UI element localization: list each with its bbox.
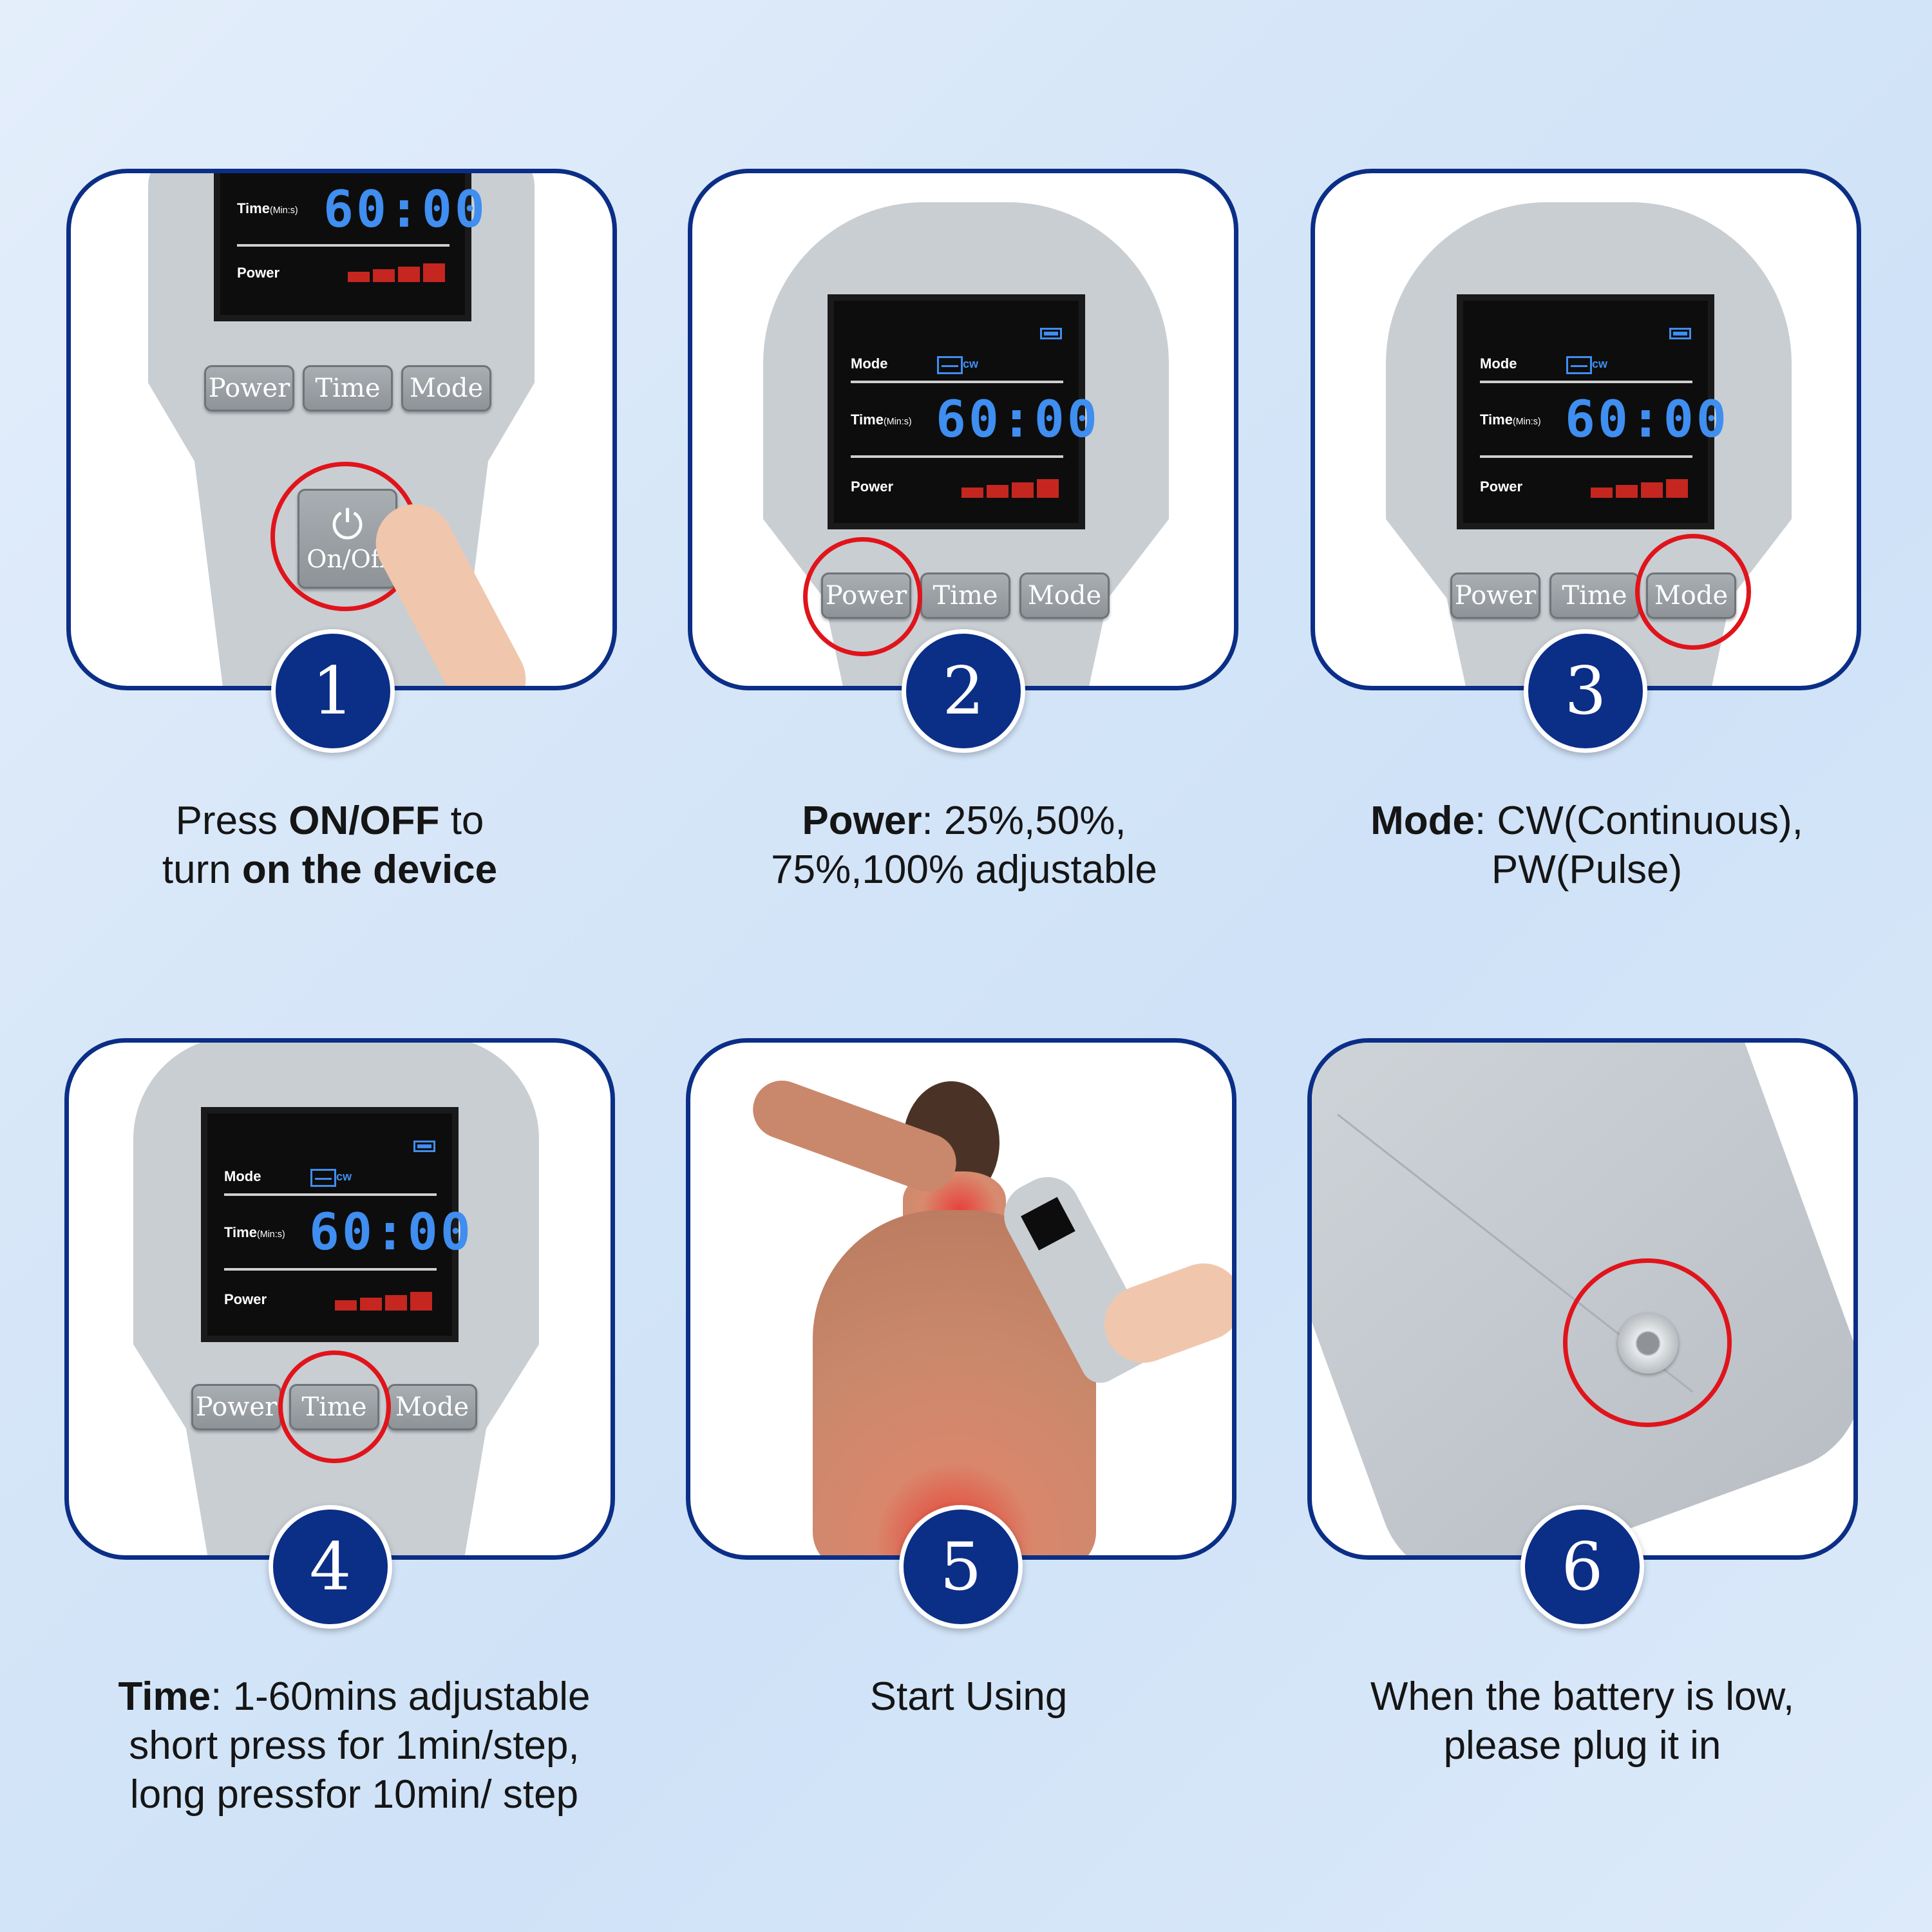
step-4-caption: Time: 1-60mins adjustable short press fo…	[118, 1674, 591, 1817]
power-level-bar	[1591, 488, 1613, 498]
power-level-bar	[961, 488, 983, 498]
mode-label: Mode	[1480, 355, 1517, 372]
power-level-bar	[373, 269, 395, 282]
step-6-panel	[1307, 1038, 1858, 1560]
time-label: Time(Min:s)	[851, 412, 912, 428]
step-6-caption: When the battery is low, please plug it …	[1370, 1674, 1795, 1768]
step-number-badge: 3	[1524, 629, 1647, 753]
time-label: Time(Min:s)	[1480, 412, 1541, 428]
power-button[interactable]: Power	[204, 365, 294, 412]
power-label: Power	[1480, 478, 1523, 495]
mode-button[interactable]: Mode	[1019, 573, 1110, 619]
step-number-badge: 4	[269, 1505, 392, 1629]
laser-device-screen	[1021, 1197, 1075, 1251]
mode-value: cw	[1592, 357, 1608, 370]
power-level-bar	[348, 272, 370, 282]
power-level-bar	[360, 1298, 382, 1311]
power-level-bar	[987, 485, 1009, 498]
step-1-caption: Press ON/OFF to turn on the device	[162, 799, 498, 892]
power-level-bar	[385, 1295, 407, 1311]
step-4-panel: Mode cw Time(Min:s) 60:00 Power Power Ti…	[64, 1038, 615, 1560]
mode-button[interactable]: Mode	[401, 365, 491, 412]
step-5-caption: Start Using	[869, 1674, 1068, 1719]
mode-icon	[937, 356, 963, 374]
highlight-ring	[1635, 534, 1751, 650]
step-number-badge: 2	[902, 629, 1025, 753]
highlight-ring	[1563, 1258, 1732, 1427]
mode-value: cw	[336, 1170, 352, 1183]
device-screen: Time(Min:s) 60:00 Power	[214, 173, 485, 321]
power-level-bar	[1037, 479, 1059, 498]
power-button[interactable]: Power	[191, 1384, 281, 1430]
power-level-bar	[1012, 482, 1034, 498]
screen-divider	[224, 1193, 437, 1196]
screen-divider	[237, 244, 450, 247]
mode-value: cw	[963, 357, 979, 370]
screen-divider	[1480, 455, 1692, 458]
time-button[interactable]: Time	[920, 573, 1010, 619]
battery-icon	[413, 1141, 435, 1152]
step-number-badge: 6	[1520, 1505, 1644, 1629]
time-label: Time(Min:s)	[224, 1224, 285, 1240]
screen-divider	[1480, 381, 1692, 383]
power-label: Power	[224, 1291, 267, 1307]
mode-label: Mode	[224, 1168, 261, 1184]
time-display: 60:00	[309, 1204, 473, 1262]
step-3-panel: Mode cw Time(Min:s) 60:00 Power Power Ti…	[1311, 169, 1861, 690]
step-5-panel	[686, 1038, 1236, 1560]
time-display: 60:00	[323, 181, 488, 239]
step-1-panel: Time(Min:s) 60:00 Power Power Time Mode …	[66, 169, 617, 690]
mode-icon	[1566, 356, 1592, 374]
power-level-bar	[410, 1292, 432, 1311]
step-2-panel: Mode cw Time(Min:s) 60:00 Power Power Ti…	[688, 169, 1238, 690]
mode-button[interactable]: Mode	[387, 1384, 477, 1430]
screen-divider	[851, 381, 1063, 383]
device-screen: Mode cw Time(Min:s) 60:00 Power	[828, 294, 1097, 529]
step-number-badge: 5	[899, 1505, 1023, 1629]
power-level-bar	[1641, 482, 1663, 498]
time-label: Time(Min:s)	[237, 200, 298, 216]
step-number-badge: 1	[271, 629, 395, 753]
time-display: 60:00	[936, 391, 1100, 449]
time-button[interactable]: Time	[303, 365, 393, 412]
power-label: Power	[237, 265, 280, 281]
device-screen: Mode cw Time(Min:s) 60:00 Power	[1457, 294, 1727, 529]
step-3-caption: Mode: CW(Continuous), PW(Pulse)	[1370, 799, 1803, 892]
power-level-bar	[1616, 485, 1638, 498]
time-button[interactable]: Time	[1549, 573, 1640, 619]
step-2-caption: Power: 25%,50%, 75%,100% adjustable	[771, 799, 1157, 892]
time-display: 60:00	[1565, 391, 1729, 449]
screen-divider	[224, 1268, 437, 1271]
mode-label: Mode	[851, 355, 888, 372]
power-level-bar	[335, 1300, 357, 1311]
highlight-ring	[278, 1350, 391, 1463]
device-screen: Mode cw Time(Min:s) 60:00 Power	[201, 1107, 471, 1342]
highlight-ring	[803, 537, 922, 656]
mode-icon	[310, 1169, 336, 1187]
power-level-bar	[423, 263, 445, 282]
power-level-bar	[1666, 479, 1688, 498]
battery-icon	[1040, 328, 1062, 339]
power-level-bar	[398, 267, 420, 282]
power-button[interactable]: Power	[1450, 573, 1540, 619]
screen-divider	[851, 455, 1063, 458]
power-label: Power	[851, 478, 894, 495]
battery-icon	[1669, 328, 1691, 339]
